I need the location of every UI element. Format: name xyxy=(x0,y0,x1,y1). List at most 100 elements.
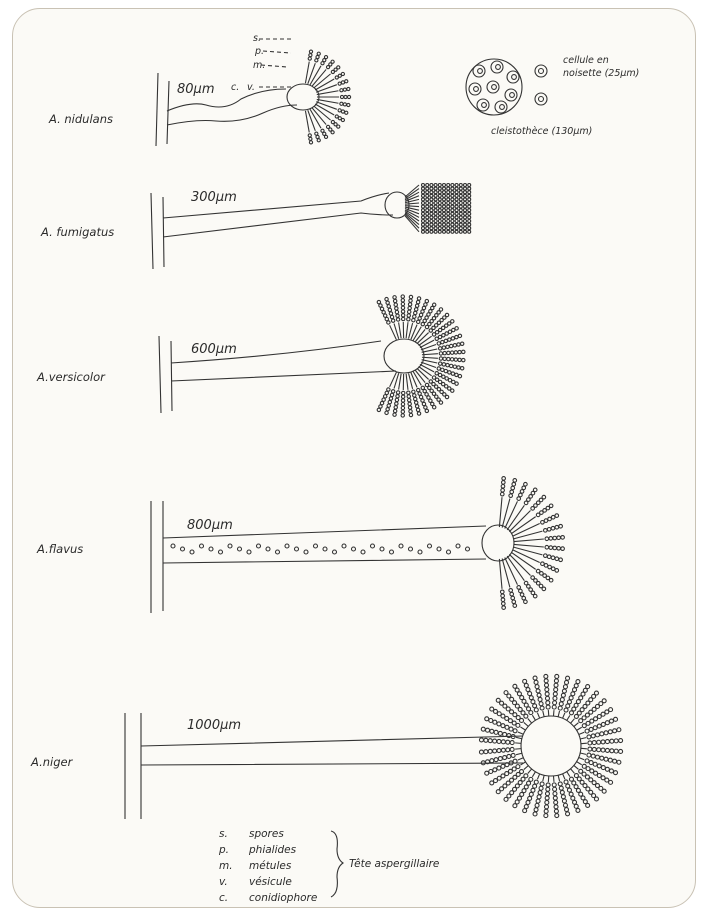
nidulans-spore xyxy=(317,52,320,55)
fumigatus-spore xyxy=(451,198,454,201)
flavus-spore xyxy=(549,546,553,550)
versicolor-spore xyxy=(425,299,428,302)
flavus-spore xyxy=(510,490,514,494)
niger-spore xyxy=(610,749,614,753)
flavus-stipe-roughness xyxy=(399,544,403,548)
versicolor-spore xyxy=(441,368,444,371)
fumigatus-spore xyxy=(464,212,467,215)
nidulans-spore xyxy=(324,56,327,59)
flavus-spore xyxy=(544,564,548,568)
versicolor-spore xyxy=(458,350,461,353)
versicolor-spore xyxy=(445,313,448,316)
niger-spore xyxy=(503,732,507,736)
fumigatus-spore xyxy=(443,220,446,223)
niger-spore xyxy=(533,812,537,816)
niger-spore xyxy=(609,719,613,723)
niger-spore xyxy=(559,786,563,790)
fumigatus-spore xyxy=(464,216,467,219)
versicolor-spore xyxy=(385,297,388,300)
figure-frame: A. nidulans 80µm s. p. m. c. v. cellule … xyxy=(12,8,696,908)
versicolor-spore xyxy=(401,406,404,409)
versicolor-spore xyxy=(453,365,456,368)
nidulans-spore xyxy=(315,59,318,62)
nidulans-spore xyxy=(338,82,341,85)
niger-spore xyxy=(605,740,609,744)
ascospore xyxy=(492,85,497,90)
versicolor-spore xyxy=(416,300,419,303)
flavus-phialide xyxy=(509,510,530,531)
niger-spore xyxy=(600,732,604,736)
niger-spore xyxy=(544,679,548,683)
fumigatus-spore xyxy=(443,198,446,201)
fumigatus-spore xyxy=(455,227,458,230)
niger-spore xyxy=(604,731,608,735)
niger-spore xyxy=(605,721,609,725)
niger-spore xyxy=(506,740,510,744)
niger-spore xyxy=(604,757,608,761)
niger-spore xyxy=(490,759,494,763)
versicolor-spore xyxy=(432,406,435,409)
niger-spore xyxy=(602,699,606,703)
versicolor-spore xyxy=(401,314,404,317)
fumigatus-spore xyxy=(430,216,433,219)
niger-spore xyxy=(534,808,538,812)
versicolor-spore xyxy=(394,406,397,409)
fumigatus-spore xyxy=(464,209,467,212)
flavus-stipe-roughness xyxy=(333,550,337,554)
versicolor-spore xyxy=(389,397,392,400)
niger-spore xyxy=(588,747,592,751)
niger-phialide xyxy=(528,769,532,774)
fumigatus-spore xyxy=(426,227,429,230)
versicolor-spore xyxy=(451,320,454,323)
flavus-spore xyxy=(559,524,563,528)
versicolor-spore xyxy=(393,413,396,416)
niger-phialide xyxy=(571,769,575,774)
fumigatus-spore xyxy=(426,220,429,223)
fumigatus-spore xyxy=(443,191,446,194)
fumigatus-spore xyxy=(464,220,467,223)
size-label-versicolor: 600µm xyxy=(191,342,237,357)
niger-spore xyxy=(601,766,605,770)
versicolor-spore xyxy=(390,315,393,318)
fumigatus-spore xyxy=(443,227,446,230)
niger-spore xyxy=(608,730,612,734)
niger-spore xyxy=(498,731,502,735)
versicolor-spore xyxy=(390,393,393,396)
versicolor-spore xyxy=(401,403,404,406)
flavus-spore xyxy=(501,598,505,602)
nidulans-spore xyxy=(340,102,343,105)
fumigatus-spore xyxy=(434,205,437,208)
versicolor-spore xyxy=(447,351,450,354)
versicolor-spore xyxy=(401,410,404,413)
niger-spore xyxy=(545,792,549,796)
flavus-spore xyxy=(510,592,514,596)
niger-spore xyxy=(594,797,598,801)
ascospore xyxy=(478,69,483,74)
niger-spore xyxy=(534,780,538,784)
ascus-cell xyxy=(505,89,517,101)
niger-phialide xyxy=(520,727,525,730)
fumigatus-spore xyxy=(443,205,446,208)
fumigatus-spore xyxy=(430,220,433,223)
species-label-flavus: A.flavus xyxy=(36,542,83,556)
flavus-spore xyxy=(559,558,563,562)
flavus-stipe-roughness xyxy=(409,547,413,551)
versicolor-spore xyxy=(401,395,404,398)
fumigatus-spore xyxy=(447,209,450,212)
flavus-spore xyxy=(561,536,565,540)
fumigatus-spore xyxy=(464,205,467,208)
flavus-spore xyxy=(533,488,537,492)
flavus-spore xyxy=(549,578,553,582)
flavus-spore xyxy=(544,554,548,558)
versicolor-spore xyxy=(401,295,404,298)
flavus-stipe-roughness xyxy=(276,550,280,554)
fumigatus-spore xyxy=(455,187,458,190)
versicolor-spore xyxy=(457,366,460,369)
niger-spore xyxy=(501,724,505,728)
flavus-spore xyxy=(500,492,504,496)
niger-spore xyxy=(563,685,567,689)
flavus-stipe-roughness xyxy=(219,550,223,554)
fumigatus-spore xyxy=(430,205,433,208)
niger-phialide xyxy=(567,772,570,777)
versicolor-spore xyxy=(395,402,398,405)
